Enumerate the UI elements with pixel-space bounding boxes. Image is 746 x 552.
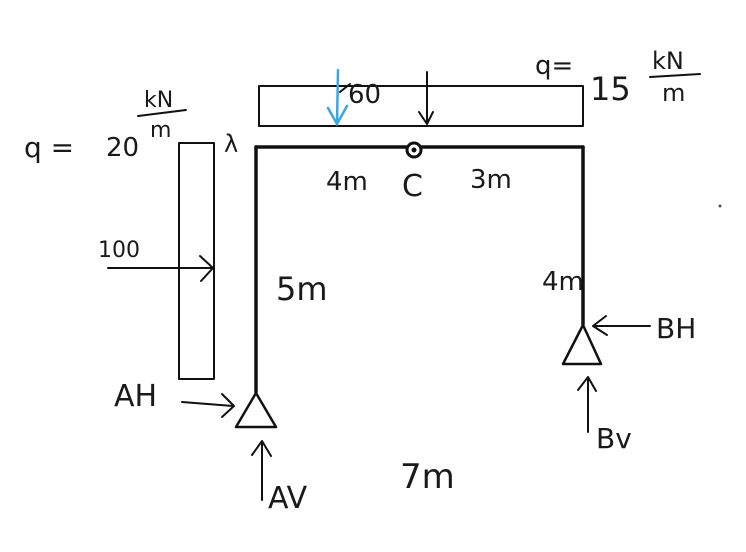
dim-right-beam: 3m: [470, 165, 512, 195]
right-load-q-prefix: q=: [535, 51, 573, 81]
left-load-unit-top: kN: [144, 88, 173, 113]
hinge-c-label: C: [402, 169, 423, 204]
left-load-unit-bottom: m: [150, 118, 171, 143]
dim-left-beam: 4m: [326, 167, 368, 197]
right-load-unit-divider: [649, 73, 701, 78]
arrow-100: [107, 255, 214, 282]
reaction-ah: AH: [114, 379, 157, 414]
support-a-triangle: [234, 391, 278, 429]
point-load-top-tick: [339, 83, 351, 93]
reaction-av: AV: [268, 481, 308, 516]
support-b-triangle: [561, 323, 603, 366]
arrow-60-black: [418, 71, 434, 125]
left-load-q-value: 20: [106, 133, 139, 163]
dim-span: 7m: [400, 457, 455, 497]
right-load-q-value: 15: [590, 70, 631, 108]
top-distributed-load-box: [258, 85, 584, 127]
reaction-bh: BH: [656, 312, 696, 345]
stray-dot: [718, 204, 722, 208]
arrow-av: [251, 440, 272, 501]
right-load-unit-bottom: m: [662, 79, 685, 107]
right-load-unit-top: kN: [652, 47, 684, 75]
joint-top-left-label: λ: [224, 130, 238, 158]
arrow-ah: [181, 393, 235, 418]
point-load-top-label: 60: [348, 80, 381, 110]
dim-left-column: 5m: [276, 270, 328, 308]
arrow-bv: [577, 376, 597, 433]
point-load-left-label: 100: [98, 238, 140, 263]
reaction-bv: Bv: [596, 422, 632, 455]
arrow-60-blue: [326, 68, 349, 127]
dim-right-column: 4m: [542, 267, 584, 297]
arrow-bh: [592, 315, 651, 336]
left-distributed-load-box: [178, 142, 215, 380]
left-load-q-prefix: q =: [24, 131, 74, 164]
hinge-c-center: [411, 147, 417, 153]
left-load-unit-divider: [137, 109, 187, 117]
